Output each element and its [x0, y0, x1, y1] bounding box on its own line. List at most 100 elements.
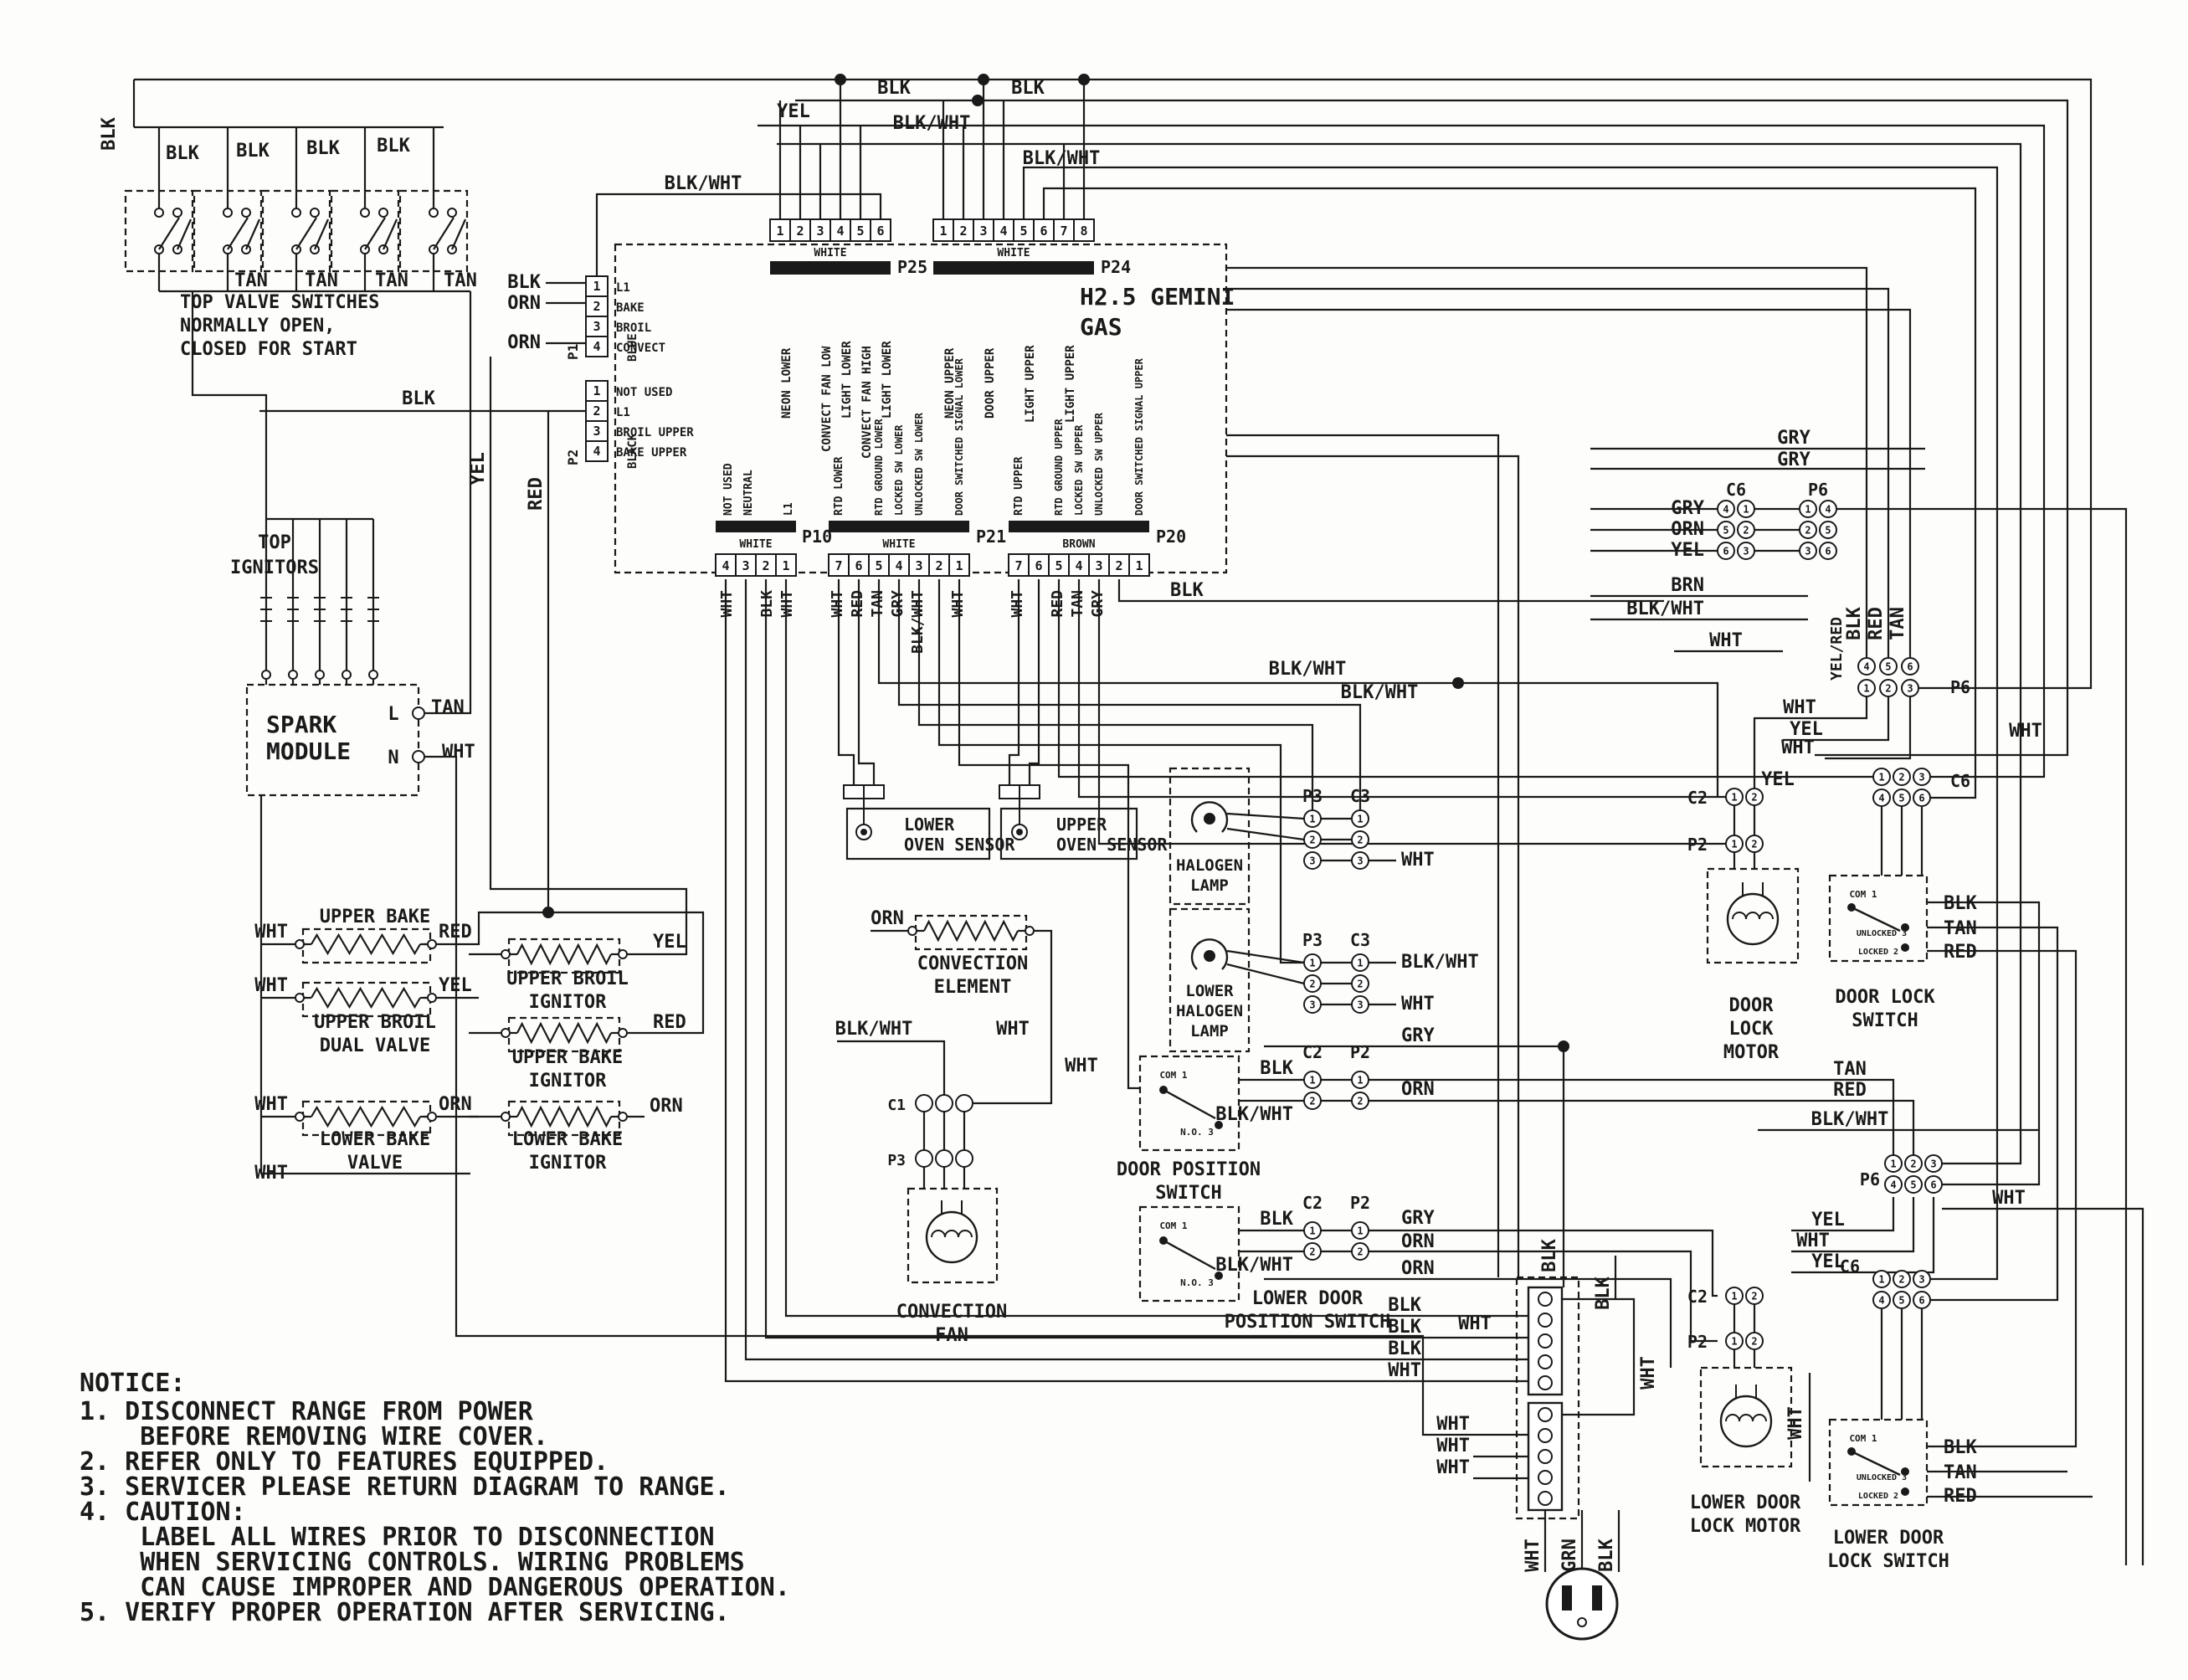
- connector-p10-body-label: WHITE: [739, 538, 772, 551]
- connector-p1-pin-cell: [585, 316, 609, 337]
- resistor-terminal: [295, 939, 305, 949]
- connector-c2-upper-pin-number: 2: [1751, 792, 1757, 804]
- connector-p21-body-bar: [829, 521, 969, 532]
- connector-p24-body-bar: [933, 261, 1094, 275]
- connector-p20-body-bar: [1009, 521, 1149, 532]
- lower-oven-sensor-connector-pin-cell: [843, 784, 865, 799]
- connector-p6-mid-pin: [1879, 657, 1898, 676]
- wire-label: BLK: [1596, 1538, 1617, 1571]
- wire: [973, 929, 1053, 1105]
- wire-label: BLK/WHT: [1341, 682, 1419, 703]
- wire-label: WHT: [1436, 1414, 1470, 1435]
- wire: [837, 579, 855, 785]
- connector-p6-mid-pin: [1901, 679, 1919, 697]
- connector-c6-lower-pin: [1893, 1270, 1911, 1288]
- connector-p25-pin-number: 4: [836, 223, 844, 239]
- connector-c6-lower-pin: [1913, 1270, 1931, 1288]
- wire-label: N.O. 3: [1180, 1277, 1214, 1288]
- junction-dot: [835, 74, 846, 85]
- wire-label: L1: [616, 406, 630, 419]
- valve-switch-contact: [360, 208, 370, 218]
- wire-label: BLK: [1388, 1295, 1421, 1316]
- connector-p25-pin-number: 6: [876, 223, 884, 239]
- spark-module-terminal-l-pin: [412, 706, 425, 720]
- wire-label: BLK: [758, 590, 776, 618]
- connector-p10-pin-number: 4: [722, 558, 729, 573]
- connector-c6-door-upper-pin: [1913, 768, 1931, 786]
- wire: [1226, 266, 1868, 658]
- wire-label: RED: [1866, 607, 1887, 640]
- connector-p20-pin-number: 6: [1035, 558, 1042, 573]
- resistor-element: [311, 932, 421, 956]
- connector-c2-door-switch-pin-number: 1: [1309, 1075, 1315, 1087]
- notice-line: WHEN SERVICING CONTROLS. WIRING PROBLEMS: [80, 1548, 745, 1577]
- connector-p24-pin-number: 2: [959, 223, 967, 239]
- connector-p25-pin-number: 2: [796, 223, 804, 239]
- wire-label: GRY: [889, 590, 907, 618]
- wire: [1226, 455, 1520, 1277]
- lower-door-lock-switch-lever-contact: [1901, 1487, 1909, 1496]
- wire-label: TAN: [375, 270, 408, 291]
- wire-label: RED: [653, 1012, 686, 1033]
- wire-label: ORN: [507, 332, 541, 353]
- wire-label: BLK: [1944, 893, 1977, 914]
- connector-p2-door-switch-pin-number: 2: [1357, 1096, 1363, 1107]
- wire-label: COM 1: [1849, 889, 1877, 900]
- connector-p6-bottom-pin-number: 3: [1930, 1159, 1936, 1170]
- connector-p2-door-switch-pin: [1351, 1071, 1369, 1089]
- connector-p2-pin-number: 4: [593, 444, 600, 459]
- resistor-element: [311, 986, 421, 1010]
- connector-c2-door-switch-pin: [1303, 1071, 1322, 1089]
- connector-p21-pin-number: 6: [855, 558, 862, 573]
- connector-p20-body-label: BROWN: [1062, 538, 1095, 551]
- connector-c3-halogen-pin: [1351, 809, 1369, 828]
- connector-c6-door-upper-pin: [1872, 789, 1891, 807]
- wire-label: BLK: [507, 272, 541, 293]
- wire-label: C3: [1350, 786, 1370, 806]
- door-lock-motor-symbol-winding: [1732, 912, 1774, 920]
- connector-p25-pin-cell: [850, 218, 871, 242]
- connector-p24-pin-number: 1: [939, 223, 947, 239]
- connector-c6-door-upper-pin-number: 3: [1918, 772, 1924, 783]
- lower-oven-sensor-bulb-tip: [860, 829, 867, 835]
- wire-label: LOWER DOOR: [1252, 1288, 1364, 1309]
- wire-label: SPARK: [266, 711, 336, 738]
- wire: [724, 579, 1528, 1383]
- connector-p6-top-pin: [1819, 500, 1837, 518]
- connector-c6-top-pin-number: 1: [1743, 504, 1749, 516]
- wire-label: GAS: [1080, 313, 1122, 341]
- resistor-terminal: [501, 949, 511, 959]
- terminal-strip-pin: [1538, 1333, 1553, 1349]
- wire-label: YEL: [1811, 1251, 1845, 1272]
- wire: [1791, 1197, 1895, 1232]
- connector-p21-pin-cell: [888, 553, 910, 577]
- connector-p3-halogen-pin-number: 3: [1309, 855, 1315, 867]
- connector-p21-pin-number: 2: [935, 558, 942, 573]
- wire-label: POSITION SWITCH: [1225, 1312, 1391, 1333]
- wire-label: LOWER DOOR: [1690, 1492, 1801, 1513]
- wire-label: VALVE: [347, 1153, 403, 1174]
- wire-label: BLK: [877, 78, 911, 99]
- resistor-terminal: [618, 1112, 628, 1122]
- wire-label: WHT: [442, 742, 475, 763]
- connector-p21-pin-cell: [868, 553, 890, 577]
- junction-dot: [1452, 677, 1464, 689]
- component-box: [507, 1016, 621, 1053]
- connector-c6-top-pin-number: 2: [1743, 525, 1749, 537]
- resistor-terminal: [427, 1112, 437, 1122]
- notice-line: NOTICE:: [80, 1369, 185, 1398]
- terminal-strip-pin: [1538, 1292, 1553, 1307]
- wire-label: LOCK SWITCH: [1827, 1551, 1949, 1572]
- connector-c6-lower-pin-number: 6: [1918, 1295, 1924, 1307]
- wire-label: RED: [1944, 942, 1977, 963]
- power-plug: [1545, 1567, 1619, 1641]
- component-box: [1828, 874, 1929, 963]
- wire-label: P2: [1687, 1332, 1708, 1352]
- connector-p2-pin-cell: [585, 440, 609, 462]
- wire: [837, 1040, 946, 1095]
- connector-p6-mid-pin: [1901, 657, 1919, 676]
- wire-label: LAMP: [1190, 876, 1229, 895]
- notice-line: CAN CAUSE IMPROPER AND DANGEROUS OPERATI…: [80, 1573, 790, 1602]
- wire-label: P10: [802, 527, 832, 547]
